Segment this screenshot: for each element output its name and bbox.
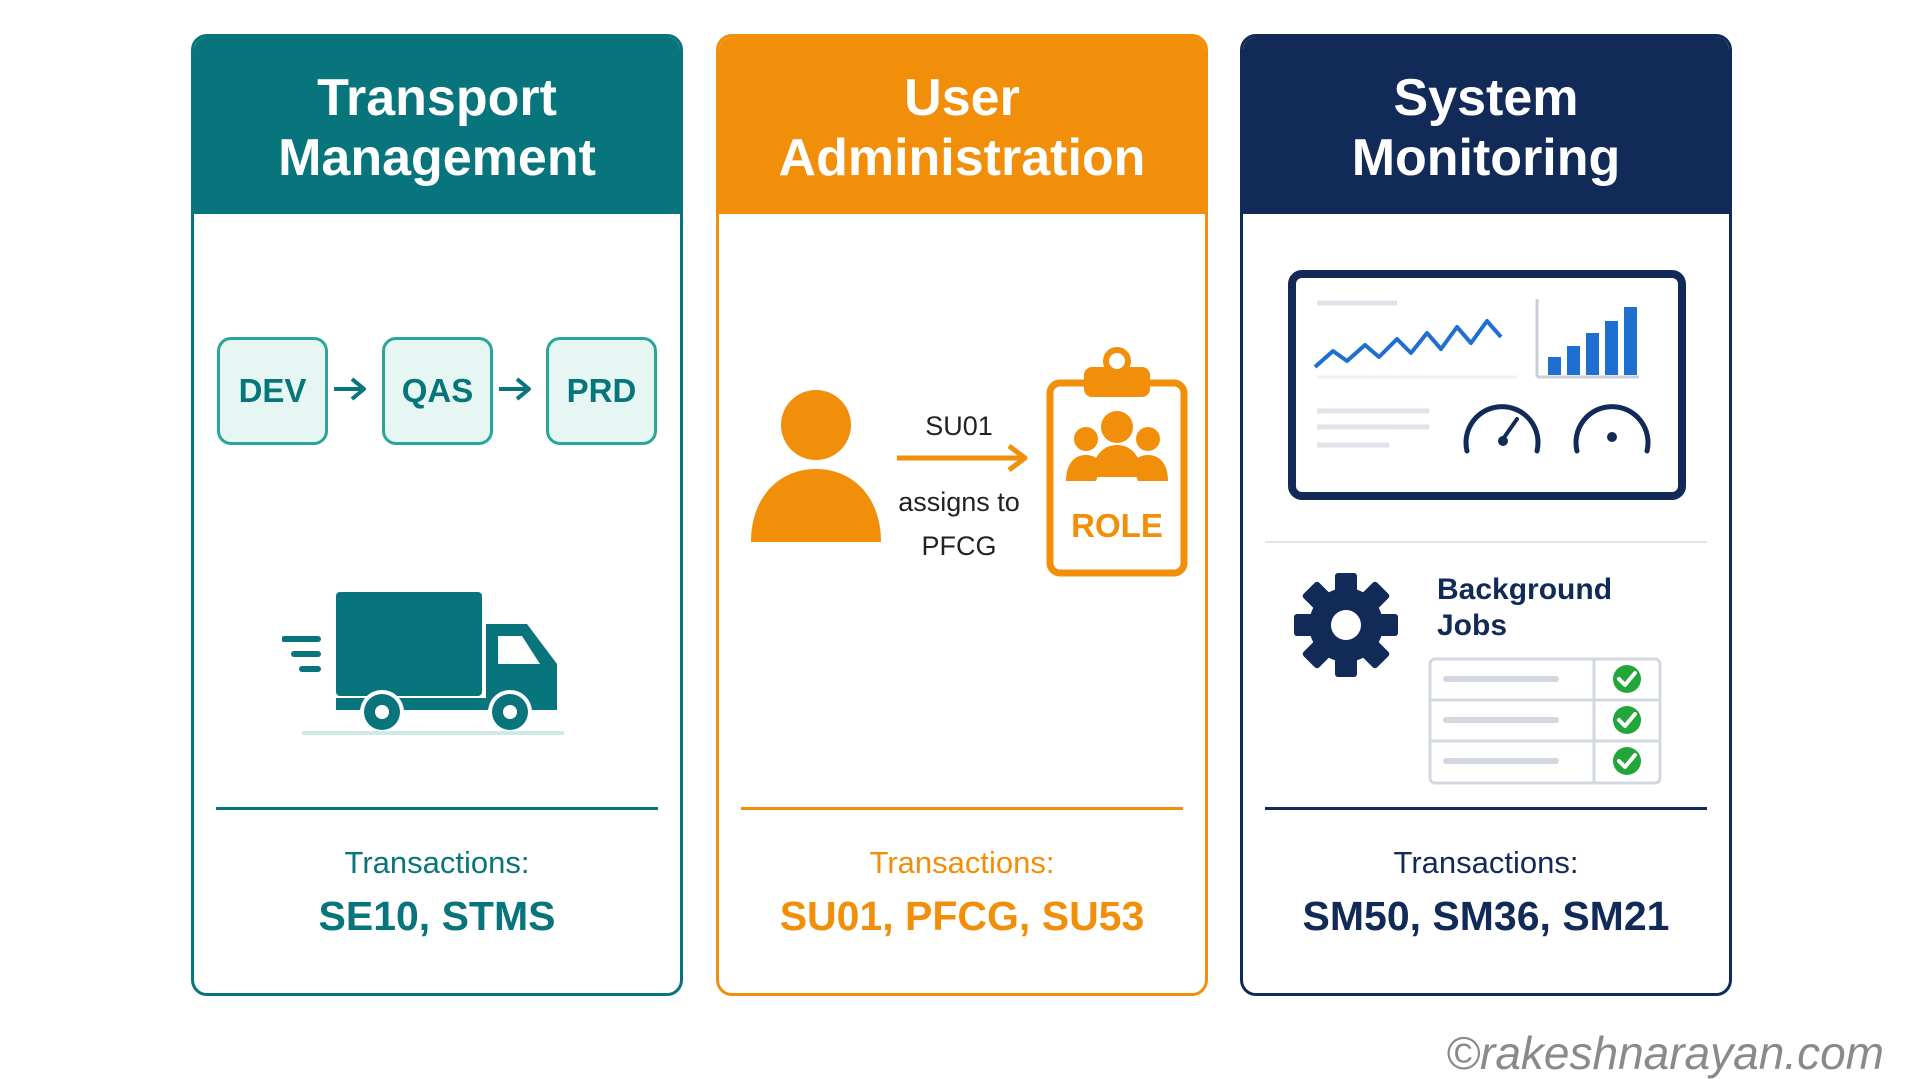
arrow-right-icon <box>334 377 366 401</box>
panel-title-line1: System <box>1393 68 1579 127</box>
transactions-label: Transactions: <box>344 845 530 880</box>
transactions-codes: SM50, SM36, SM21 <box>1302 893 1670 939</box>
assigns-to-label: assigns to <box>898 487 1020 517</box>
monitor-icon <box>1288 270 1686 500</box>
bar-chart-icon <box>1535 299 1639 379</box>
gauge-icon <box>1573 404 1651 454</box>
divider <box>1265 807 1707 810</box>
check-circle-icon <box>1613 706 1641 734</box>
panel-title-line2: Management <box>278 128 596 187</box>
transactions-label: Transactions: <box>869 845 1055 880</box>
user-icon <box>751 390 881 542</box>
group-icon <box>1066 411 1168 481</box>
pfcg-label: PFCG <box>921 531 997 561</box>
arrow-right-icon <box>897 444 1028 472</box>
divider <box>741 807 1183 810</box>
copyright-watermark: ©rakeshnarayan.com <box>1446 1027 1884 1079</box>
stage-dev: DEV <box>217 337 328 445</box>
panel-title: Transport Management <box>194 37 680 214</box>
panel-title: System Monitoring <box>1243 37 1729 214</box>
gauge-icon <box>1463 404 1541 454</box>
panel-title-line1: User <box>904 68 1020 127</box>
su01-label: SU01 <box>925 411 993 441</box>
transactions-codes: SE10, STMS <box>318 893 556 939</box>
panel-title: User Administration <box>719 37 1205 214</box>
transactions-label: Transactions: <box>1393 845 1579 880</box>
separator <box>1265 541 1707 543</box>
stage-qas: QAS <box>382 337 493 445</box>
role-label: ROLE <box>1071 507 1163 544</box>
arrow-right-icon <box>499 377 531 401</box>
line-chart-icon <box>1313 319 1503 369</box>
background-jobs-line1: Background <box>1437 573 1613 606</box>
truck-icon <box>282 592 564 735</box>
transactions-codes: SU01, PFCG, SU53 <box>779 893 1145 939</box>
background-jobs-line2: Jobs <box>1437 609 1508 642</box>
gear-icon <box>1294 573 1398 677</box>
check-circle-icon <box>1613 747 1641 775</box>
job-list-icon <box>1428 657 1662 785</box>
background-jobs-label: Background Jobs <box>1437 572 1612 644</box>
system-monitoring-panel: System Monitoring <box>1240 34 1732 996</box>
transport-management-panel: Transport Management DEV QAS PRD Transac… <box>191 34 683 996</box>
check-circle-icon <box>1613 665 1641 693</box>
divider <box>216 807 658 810</box>
panel-title-line2: Monitoring <box>1351 128 1621 187</box>
user-administration-panel: User Administration SU01 assigns to PFCG… <box>716 34 1208 996</box>
panel-title-line2: Administration <box>778 128 1146 187</box>
stage-prd: PRD <box>546 337 657 445</box>
clipboard-icon <box>1046 347 1188 577</box>
panel-title-line1: Transport <box>317 68 557 127</box>
